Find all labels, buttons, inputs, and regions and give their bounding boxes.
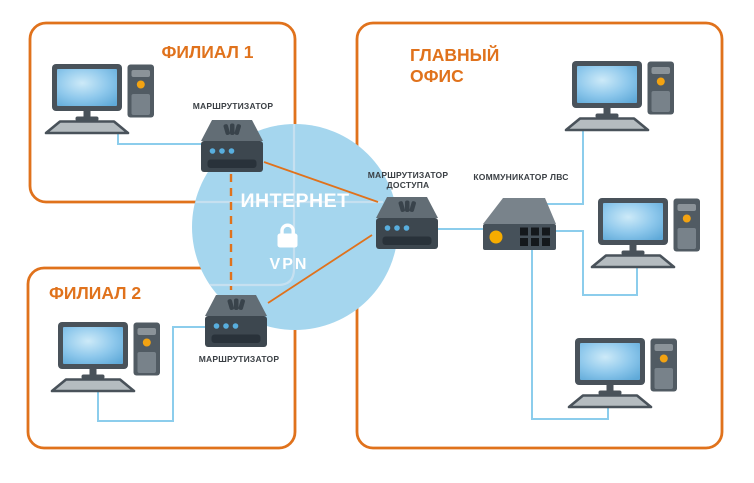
internet-label: ИНТЕРНЕТ [240,190,350,212]
branch2-title: ФИЛИАЛ 2 [49,283,142,303]
branch1-computer-icon [44,62,156,135]
vpn-link-branch2-to-access-router [267,234,373,304]
lan-switch-label: КОММУНИКАТОР ЛВС [473,172,569,182]
cable-branch1-pc-to-router [117,133,201,145]
cable-switch-to-middle-pc [556,230,638,296]
branch1-title: ФИЛИАЛ 1 [161,42,254,62]
branch1-box [28,21,297,204]
vpn-label: VPN [269,256,309,273]
cable-switch-to-top-pc [547,130,584,205]
office-computer-top-icon [564,59,676,132]
branch1-router-icon [201,120,263,172]
vpn-link-branch1-to-access-router [263,161,379,203]
branch2-computer-icon [50,320,162,393]
cloud-grid-decoration [192,124,383,287]
branch2-box [26,266,297,450]
access-router-label: МАРШРУТИЗАТОР ДОСТУПА [367,170,449,190]
office-computer-middle-icon [590,196,702,269]
cable-branch2-pc-to-router [97,326,205,422]
branch2-router-icon [205,295,267,347]
lock-icon [277,223,298,248]
branch1-router-label: МАРШРУТИЗАТОР [192,101,274,111]
lan-switch-icon [483,198,556,250]
main-office-title: ГЛАВНЫЙ ОФИС [410,45,500,86]
access-router-icon [376,197,438,249]
office-computer-bottom-icon [567,336,679,409]
branch2-router-label: МАРШРУТИЗАТОР [198,354,280,364]
cable-switch-to-bottom-pc [531,250,609,420]
